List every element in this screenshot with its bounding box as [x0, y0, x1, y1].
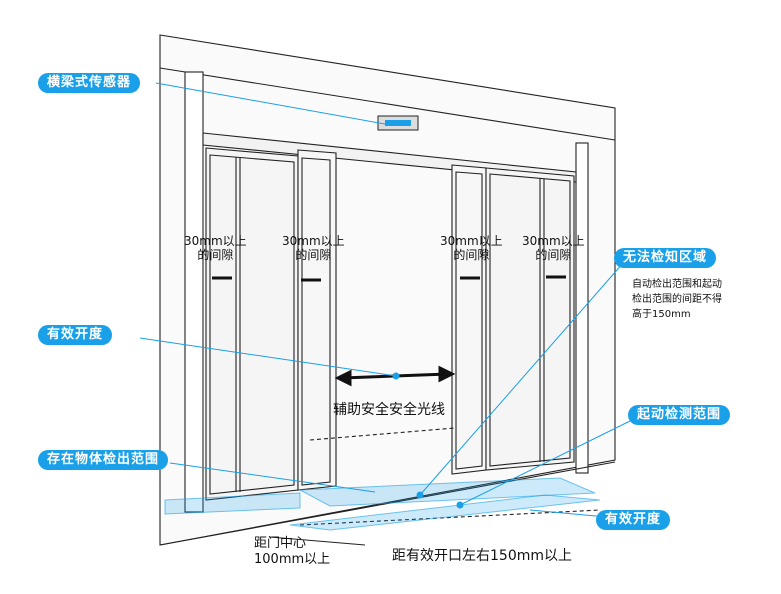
door-center-distance-line-2: 100mm以上 [254, 552, 331, 567]
door-center-distance: 距门中心 100mm以上 [254, 536, 330, 568]
effective-opening-label-bottom: 有效开度 [596, 510, 671, 530]
gap-note-3: 30mm以上 的间隙 [440, 234, 503, 262]
detection-zones [164, 477, 601, 531]
gap-note-4: 30mm以上 的间隙 [522, 234, 585, 262]
gap-note-4-line-2: 的间隙 [535, 248, 572, 262]
undetectable-note: 自动检出范围和起动 检出范围的间距不得 高于150mm [632, 277, 722, 322]
right-fixed-panel [485, 167, 575, 471]
gap-note-3-line-1: 30mm以上 [440, 234, 503, 248]
gap-note-3-line-2: 的间隙 [453, 248, 490, 262]
side-distance-label: 距有效开口左右150mm以上 [392, 548, 572, 564]
gap-note-2-line-2: 的间隙 [295, 248, 332, 262]
right-sliding-leaf [451, 164, 487, 475]
presence-detection-label: 存在物体检出范围 [38, 450, 169, 470]
undetectable-note-line-1: 自动检出范围和起动 [632, 279, 722, 290]
gap-note-4-line-1: 30mm以上 [522, 234, 585, 248]
transom-sensor-label: 横梁式传感器 [38, 73, 141, 93]
gap-note-1: 30mm以上 的间隙 [184, 234, 247, 262]
left-pillar [184, 71, 204, 513]
gap-note-1-line-2: 的间隙 [197, 248, 234, 262]
undetectable-zone-label: 无法检知区域 [614, 248, 717, 268]
dim-line-left [269, 536, 366, 546]
door-center-distance-line-1: 距门中心 [254, 536, 307, 551]
activation-detection-label: 起动检测范围 [628, 405, 731, 425]
safety-beam-line [309, 427, 456, 441]
gap-note-2: 30mm以上 的间隙 [282, 234, 345, 262]
transom-sensor-unit [377, 115, 419, 131]
right-pillar [575, 142, 589, 474]
header-line [159, 67, 616, 141]
safety-beam-label: 辅助安全安全光线 [333, 402, 445, 418]
left-fixed-glass [209, 154, 295, 495]
left-fixed-panel [205, 147, 299, 501]
gap-note-2-line-1: 30mm以上 [282, 234, 345, 248]
undetectable-note-line-3: 高于150mm [632, 309, 691, 320]
gap-note-1-line-1: 30mm以上 [184, 234, 247, 248]
effective-opening-label-top: 有效开度 [38, 325, 113, 345]
undetectable-note-line-2: 检出范围的间距不得 [632, 294, 722, 305]
